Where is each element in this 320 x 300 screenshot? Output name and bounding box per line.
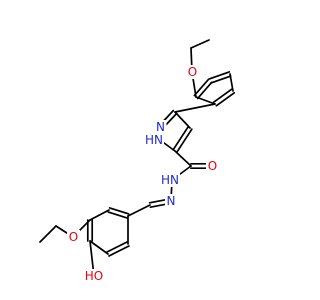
- bond-r1a-r1b-a: [209, 75, 232, 84]
- bond-r1e-r1a-b: [193, 78, 210, 97]
- bond-ch2b-ch3b: [39, 225, 57, 243]
- bond-r2b-r2c: [89, 209, 110, 221]
- atom-ethoxy-oxygen-top: O: [186, 65, 199, 79]
- atom-label-nh-pyrazole: HN: [145, 133, 163, 147]
- bond-r1d-pyC5: [174, 103, 216, 113]
- bond-r2a-r2b-a: [108, 207, 130, 215]
- atom-label-nh-hydrazide: HN: [161, 173, 179, 187]
- bond-r1d-r1e: [195, 96, 216, 105]
- bond-r2d-r2e: [89, 240, 109, 255]
- bond-r1a-r1b-b: [208, 71, 231, 80]
- bond-ch3a-ch2a: [190, 39, 210, 49]
- atom-pyrazole-nh: HN: [144, 133, 164, 147]
- atom-label-oh-phenol: HO: [85, 269, 103, 283]
- bond-r1b-r1c: [229, 73, 234, 92]
- bond-pyC3-pyC4-b: [172, 125, 190, 151]
- bond-cH-r2a: [127, 204, 151, 217]
- atom-hydrazide-nh: HN: [160, 173, 180, 187]
- atom-carbonyl-oxygen: O: [206, 159, 219, 173]
- bond-pyC3-cCarb: [174, 150, 192, 167]
- bond-r2a-r2b-b: [107, 211, 129, 219]
- bond-r1c-r1d-b: [215, 91, 236, 107]
- atom-label-layer: O N HN O HN N: [67, 65, 219, 283]
- atom-phenol-oh: HO: [84, 269, 104, 283]
- atom-label-o-ethoxy-bottom: O: [69, 230, 78, 244]
- bond-r1e-r1a-a: [196, 81, 213, 100]
- atom-label-n-imine: N: [167, 194, 176, 208]
- atom-pyrazole-nitrogen: N: [154, 120, 167, 134]
- bond-pyC4-pyC5: [174, 111, 191, 129]
- atom-label-n-pyrazole: N: [156, 120, 165, 134]
- bond-r2e-r2f-a: [108, 245, 130, 257]
- bond-pyC3-pyC4-a: [175, 128, 193, 154]
- bond-r1c-r1d-a: [212, 88, 233, 104]
- atom-ethoxy-oxygen-bottom: O: [67, 230, 80, 244]
- molecule-structure-diagram: O N HN O HN N: [39, 39, 236, 283]
- atom-label-o-ethoxy-top: O: [188, 65, 197, 79]
- atom-imine-nitrogen: N: [165, 194, 177, 208]
- bond-r2e-r2f-b: [106, 241, 128, 253]
- molecule-canvas: O N HN O HN N: [39, 39, 236, 283]
- atom-label-o-carbonyl: O: [208, 159, 217, 173]
